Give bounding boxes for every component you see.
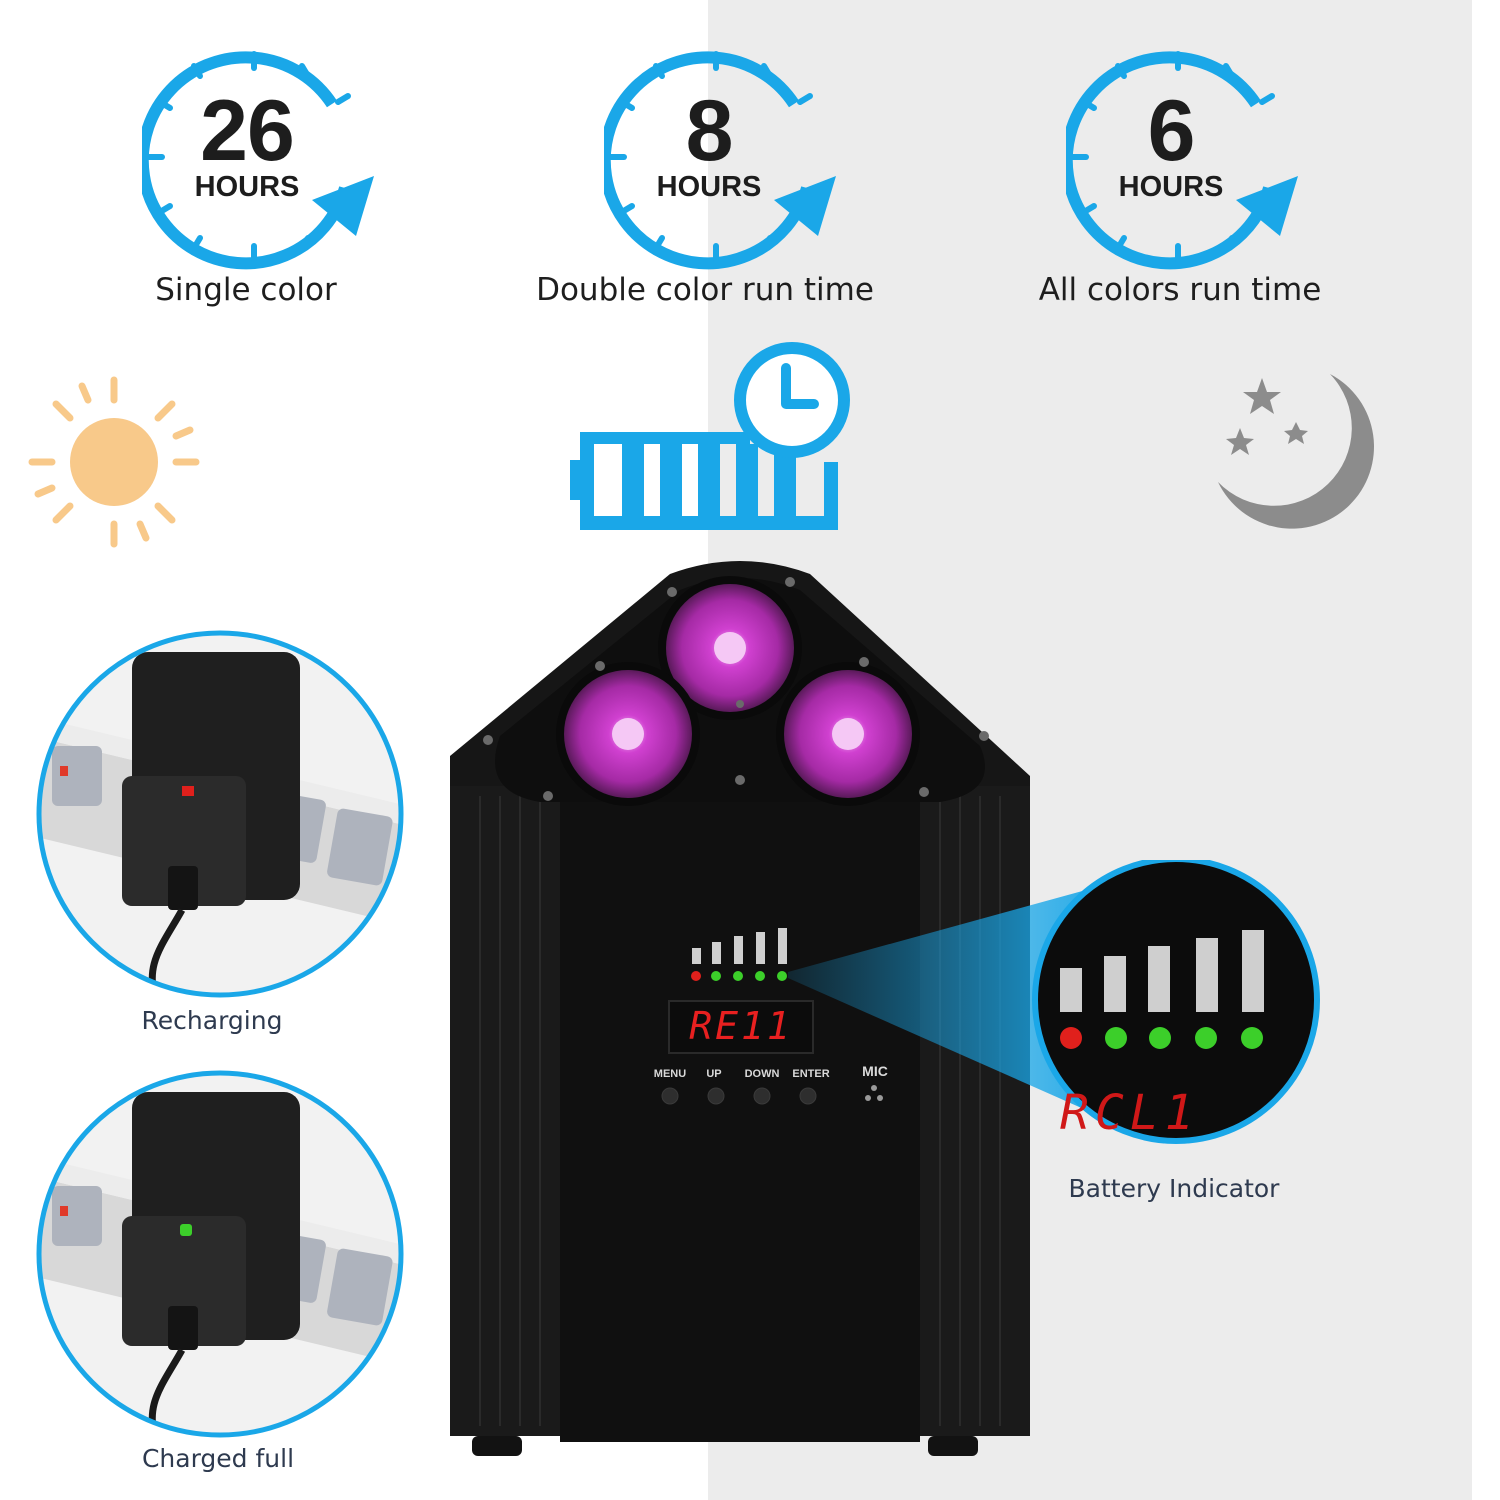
menu-button-label: MENU [653,1068,687,1080]
down-button-label: DOWN [744,1068,780,1080]
battery-clock-icon [570,342,850,530]
runtime-clock-double: 8 HOURS [604,36,840,272]
runtime-hours-unit: HOURS [194,171,300,203]
runtime-hours-value: 6 [1147,83,1196,179]
runtime-hours-unit: HOURS [656,171,762,203]
runtime-hours-unit: HOURS [1118,171,1224,203]
mic-label: MIC [862,1063,888,1079]
runtime-caption-single: Single color [155,272,337,308]
up-button-label: UP [706,1068,722,1080]
recharging-label: Recharging [141,1006,283,1035]
moon-stars-icon [1218,374,1374,529]
charger-green-led-icon [36,1070,404,1438]
battery-indicator-zoom [788,860,1320,1144]
zoom-segment-text: RCL1 [1060,1085,1200,1141]
runtime-caption-all: All colors run time [1038,272,1322,308]
enter-button-label: ENTER [792,1068,830,1080]
runtime-hours-value: 26 [200,83,295,179]
uplight-fixture [450,561,1030,1456]
charged-full-label: Charged full [141,1444,295,1473]
runtime-clock-all: 6 HOURS [1066,36,1302,272]
runtime-caption-double: Double color run time [536,272,874,308]
segment-display-text: RE11 [689,1004,793,1048]
runtime-clock-single: 26 HOURS [142,36,378,272]
battery-indicator-label: Battery Indicator [1068,1174,1280,1203]
segment-display: RE11 [668,1000,814,1054]
right-margin [1472,0,1500,1500]
runtime-hours-value: 8 [685,83,734,179]
charger-red-led-icon [36,630,404,998]
sun-icon [28,376,200,548]
